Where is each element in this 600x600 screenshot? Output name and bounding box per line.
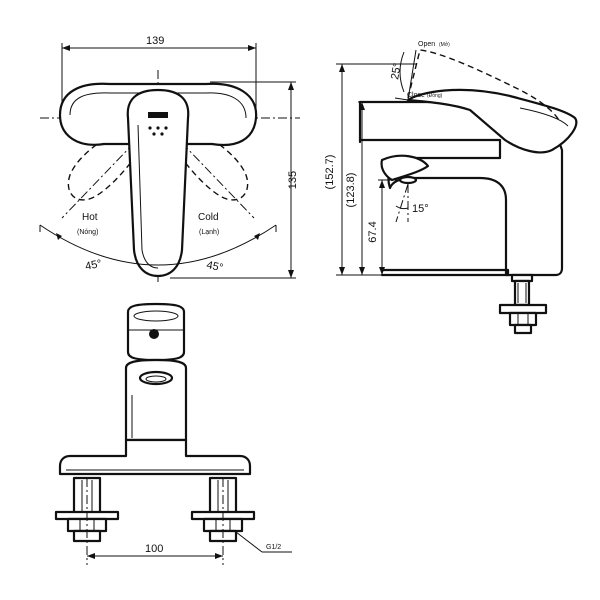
- dim-arrow: [248, 45, 256, 51]
- front-view: 100 G1/2: [54, 302, 292, 565]
- spout-aerator: [398, 175, 418, 185]
- dim-arrow: [379, 267, 385, 275]
- arc-arrow: [56, 233, 62, 240]
- hot-cold-indicator: [148, 112, 168, 118]
- side-shank: [513, 279, 531, 307]
- indicator-dot: [152, 132, 156, 136]
- dim-arrow: [359, 102, 365, 110]
- indicator-dot: [164, 126, 168, 130]
- front-hot-cold-indicator: [149, 329, 159, 339]
- close-label: Close: [407, 92, 425, 99]
- overall-height-dim-value: (152.7): [324, 155, 336, 190]
- spout-stream-line: [395, 183, 409, 223]
- spout-angle-label: 15°: [412, 203, 429, 215]
- spacing-dim-value: 100: [145, 543, 163, 555]
- open-ref-line: [407, 49, 417, 101]
- open-sub-label: (Mở): [439, 41, 450, 48]
- side-nut: [508, 311, 538, 327]
- dim-arrow: [379, 180, 385, 188]
- handle-angle-arc: [399, 51, 405, 93]
- side-base-line: [380, 268, 510, 277]
- close-sub-label: (Đóng): [427, 93, 443, 99]
- side-washer: [498, 303, 548, 315]
- spout-side: [380, 154, 430, 182]
- angle-right-label: 45°: [205, 259, 224, 274]
- handle-side-closed: [406, 88, 578, 154]
- dim-arrow: [288, 82, 294, 90]
- dim-arrow: [359, 267, 365, 275]
- spout-height-dim-value: 67.4: [367, 221, 379, 242]
- dim-arrow: [288, 270, 294, 278]
- spout-angle-arc: [395, 205, 409, 210]
- hot-sub-label: (Nóng): [77, 229, 98, 236]
- dim-arrow: [215, 553, 223, 559]
- angle-left-label: 45°: [84, 258, 103, 273]
- top-view: Hot (Nóng) Cold (Lạnh) 45° 45° 139 135: [39, 35, 300, 282]
- dim-arrow: [339, 267, 345, 275]
- spout-body-top: [126, 88, 190, 278]
- width-dim-value: 139: [146, 35, 164, 47]
- closed-height-dim-value: (123.8): [345, 173, 357, 208]
- front-deck-base: [58, 438, 252, 476]
- close-ref-line: [394, 97, 409, 101]
- thread-label: G1/2: [266, 544, 281, 551]
- handle-side-open-outline: [407, 49, 561, 123]
- open-label: Open: [418, 41, 435, 48]
- dim-arrow: [339, 64, 345, 72]
- cold-sub-label: (Lạnh): [199, 229, 219, 236]
- hot-label: Hot: [82, 212, 98, 223]
- front-handle-top-rim: [133, 310, 179, 322]
- thread-leader-line: [235, 531, 263, 553]
- front-aerator: [145, 375, 167, 383]
- cold-label: Cold: [198, 212, 219, 223]
- indicator-dot: [148, 126, 152, 130]
- handle-side-edge: [519, 107, 569, 127]
- side-view: Open (Mở) Close (Đóng) 25° 15° (152.7) (…: [324, 41, 578, 335]
- side-shank-end: [513, 323, 533, 335]
- height-dim-value: 135: [287, 171, 299, 189]
- indicator-dot: [160, 132, 164, 136]
- swing-arc: [39, 224, 277, 266]
- spout-body-highlight: [137, 124, 159, 269]
- arc-arrow: [254, 233, 260, 240]
- dim-arrow: [62, 45, 70, 51]
- dim-arrow: [87, 553, 95, 559]
- indicator-dot: [156, 126, 160, 130]
- handle-angle-label: 25°: [389, 62, 404, 80]
